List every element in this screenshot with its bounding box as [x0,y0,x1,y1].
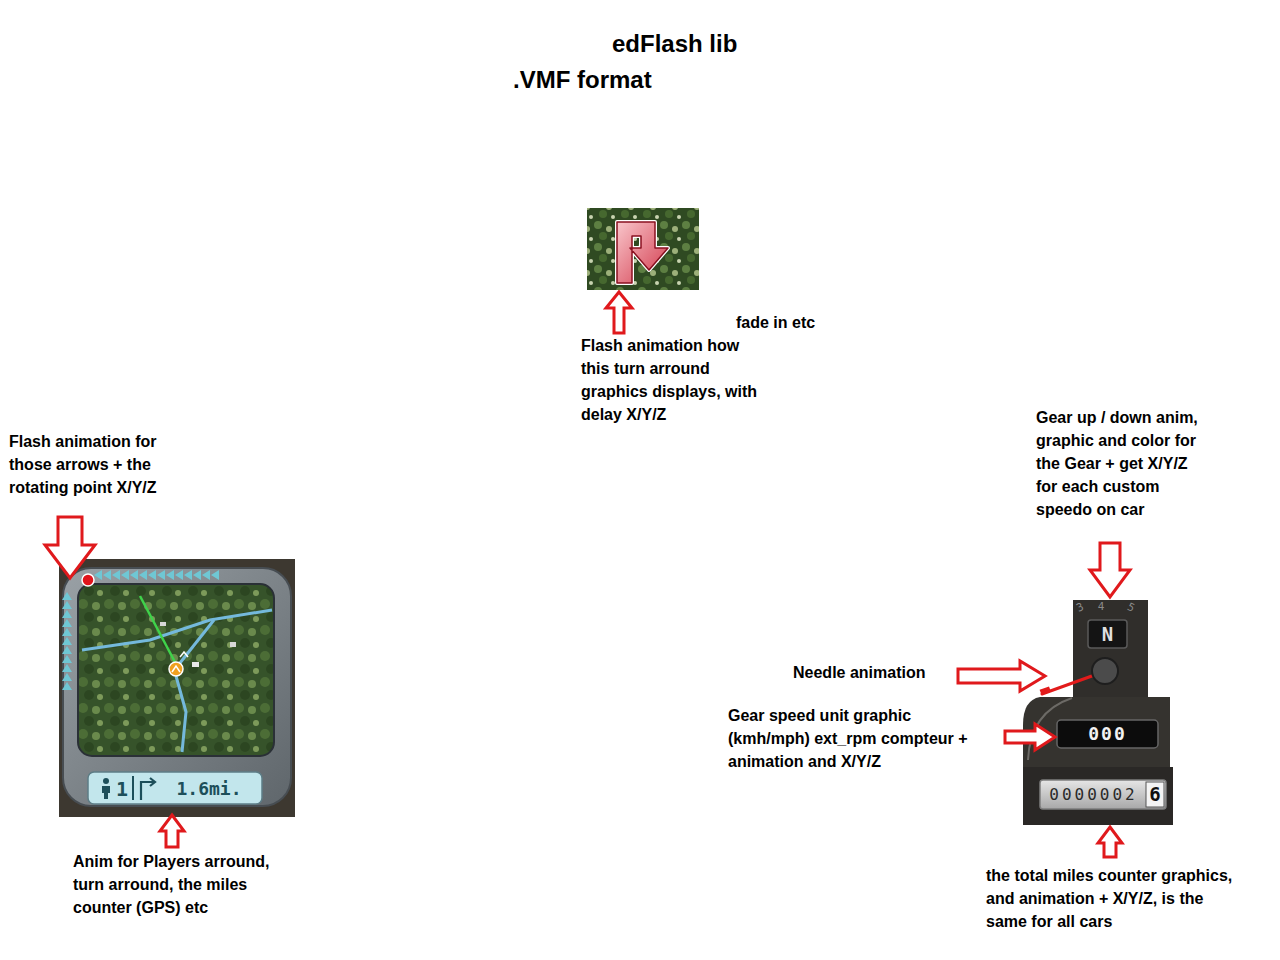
annotation-text: Flash animation for those arrows + the r… [9,430,179,499]
annotation-text: Anim for Players arround, turn arround, … [73,850,278,919]
callout-arrow [1098,827,1122,857]
gps-bezel [63,568,291,806]
map-road [176,676,186,752]
dial-number: 5 [1124,599,1139,615]
turn-icon-ground [587,208,699,290]
callout-arrow [1005,724,1055,750]
odometer-last-digit-box [1146,782,1164,807]
turn-small-icon [141,778,155,800]
person-icon-body [102,786,110,799]
odometer-last-digit: 6 [1146,782,1164,807]
callout-arrow [958,661,1045,691]
annotation-text: Flash animation how this turn arround gr… [581,334,765,426]
annotation-text: fade in etc [736,311,815,334]
callout-arrow [160,815,184,847]
callout-arrows [45,292,1130,857]
speedo-tower [1073,600,1148,700]
annotation-text: the total miles counter graphics, and an… [986,864,1238,933]
map-building [230,642,236,647]
gear-display [1088,620,1127,648]
gps-ground [59,559,295,817]
annotation-text: Needle animation [793,661,925,684]
dial-number: 3 [1073,599,1088,615]
odometer-plate [1040,780,1166,809]
gps-distance: 1.6mi. [160,777,258,801]
subtitle: .VMF format [513,66,652,94]
gear-indicator: N [1088,621,1127,647]
dial-number: 4 [1096,600,1106,613]
needle-hub [1092,658,1118,684]
player-chevron [172,666,180,672]
other-player-marker [180,652,188,657]
map-route [140,596,176,664]
turn-arrow-halo [617,222,668,283]
gps-map [78,584,274,756]
map-building [160,622,166,626]
speedometer [1023,600,1173,825]
player-marker [169,662,183,676]
person-icon-head [103,778,109,784]
annotation-text: Gear speed unit graphic (kmh/mph) ext_rp… [728,704,983,773]
map-road [176,620,214,668]
gps-info-bar [88,772,262,804]
rotation-arrows [62,570,219,690]
gps-minimap [59,559,295,817]
map-building [192,662,199,667]
odometer-base [1023,767,1173,825]
info-separator [132,776,134,800]
turn-icon [587,208,699,290]
needle-tip [1040,686,1051,694]
callout-arrow [45,517,95,578]
title: edFlash lib [612,30,737,58]
annotation-text: Gear up / down anim, graphic and color f… [1036,406,1208,521]
map-road [82,610,272,650]
callout-arrow [606,292,632,333]
odometer-digits: 0000002 [1042,782,1145,807]
speed-digits: 000 [1057,722,1158,746]
turn-arrow [617,222,668,283]
callout-arrow [1090,543,1130,597]
rotating-point [82,574,94,586]
player-count: 1 [114,776,130,802]
speed-display [1057,720,1158,748]
